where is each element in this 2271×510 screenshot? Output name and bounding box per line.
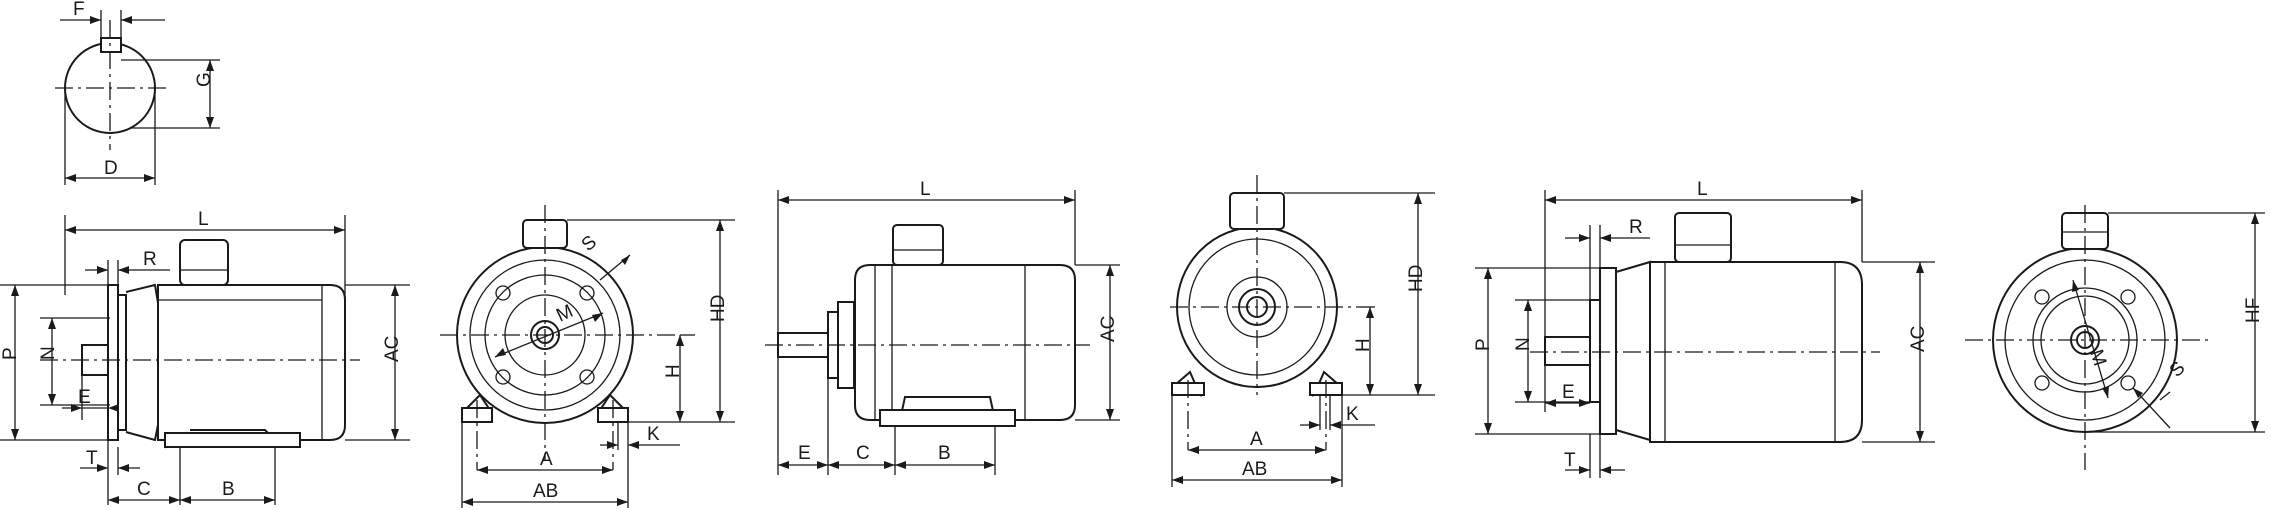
dim-ac-label: AC — [1908, 326, 1929, 352]
dim-n-label: N — [38, 346, 59, 360]
dim-h-label: H — [1353, 338, 1374, 352]
dim-c-label: C — [137, 479, 151, 500]
front-view-flange: M S HF — [1965, 205, 2265, 470]
dim-n-label: N — [1513, 337, 1534, 351]
shaft — [1544, 336, 1594, 366]
dim-m-line — [494, 312, 604, 358]
front-view-flange-foot: M S HD H K A AB — [440, 205, 735, 508]
front-view-foot-motor: HD H K A AB — [1170, 175, 1435, 487]
flange — [107, 284, 119, 441]
dim-l-label: L — [920, 179, 931, 200]
bell-housing — [125, 283, 159, 442]
dim-b-label: B — [938, 443, 951, 464]
dim-ac-label: AC — [382, 336, 403, 362]
foot — [899, 396, 996, 421]
bolt-hole — [579, 369, 595, 385]
dim-s-label: S — [578, 232, 601, 256]
dim-d-label: D — [104, 158, 118, 179]
dim-b-label: B — [222, 479, 235, 500]
dim-r-label: R — [143, 249, 157, 270]
bolt-hole — [495, 369, 511, 385]
dim-g-label: G — [194, 72, 215, 87]
dim-l-label: L — [198, 209, 209, 230]
dim-hd-label: HD — [1406, 265, 1427, 292]
dim-r-label: R — [1629, 217, 1643, 238]
dim-m-line — [2072, 279, 2109, 399]
dim-hd-label: HD — [708, 295, 729, 322]
dim-ac-label: AC — [1098, 316, 1119, 342]
bell-housing — [1615, 260, 1651, 442]
dim-p-label: P — [1473, 338, 1494, 351]
terminal-box — [1674, 212, 1732, 263]
dim-l-label: L — [1697, 179, 1708, 200]
dim-k-label: K — [1346, 404, 1359, 425]
terminal-box — [179, 239, 229, 286]
side-view-foot-motor: L AC E C B — [765, 179, 1120, 475]
bolt-hole — [579, 285, 595, 301]
dim-f-label: F — [73, 0, 85, 20]
dim-ab-label: AB — [533, 481, 558, 502]
flange — [1599, 267, 1617, 435]
dim-k-label: K — [647, 424, 660, 445]
terminal-box — [892, 224, 944, 266]
dim-e-label: E — [1562, 382, 1575, 403]
motor-body — [854, 264, 1076, 421]
motor-body — [157, 284, 346, 441]
dim-e-label: E — [798, 443, 811, 464]
dim-c-label: C — [856, 443, 870, 464]
bolt-hole — [2034, 375, 2050, 391]
dim-ab-label: AB — [1242, 459, 1267, 480]
dim-m-label: M — [553, 301, 576, 327]
dim-h-label: H — [663, 364, 684, 378]
dim-t-label: T — [86, 448, 98, 469]
dim-a-label: A — [1250, 429, 1263, 450]
bolt-hole — [495, 285, 511, 301]
dim-p-label: P — [0, 347, 21, 360]
dim-m-label: M — [2085, 347, 2110, 369]
bolt-hole — [2120, 375, 2136, 391]
dim-e-label: E — [78, 387, 91, 408]
shaft-section-view: F G D — [55, 0, 220, 185]
bolt-hole — [2120, 289, 2136, 305]
dim-a-label: A — [540, 449, 553, 470]
side-view-flange-motor-2: L R P N E T — [1473, 179, 1935, 478]
dim-t-label: T — [1564, 450, 1576, 471]
shaft-key — [100, 37, 122, 53]
side-view-flange-motor: L R P N E T — [0, 209, 410, 505]
bolt-hole — [2034, 289, 2050, 305]
dim-hf-label: HF — [2243, 298, 2264, 323]
